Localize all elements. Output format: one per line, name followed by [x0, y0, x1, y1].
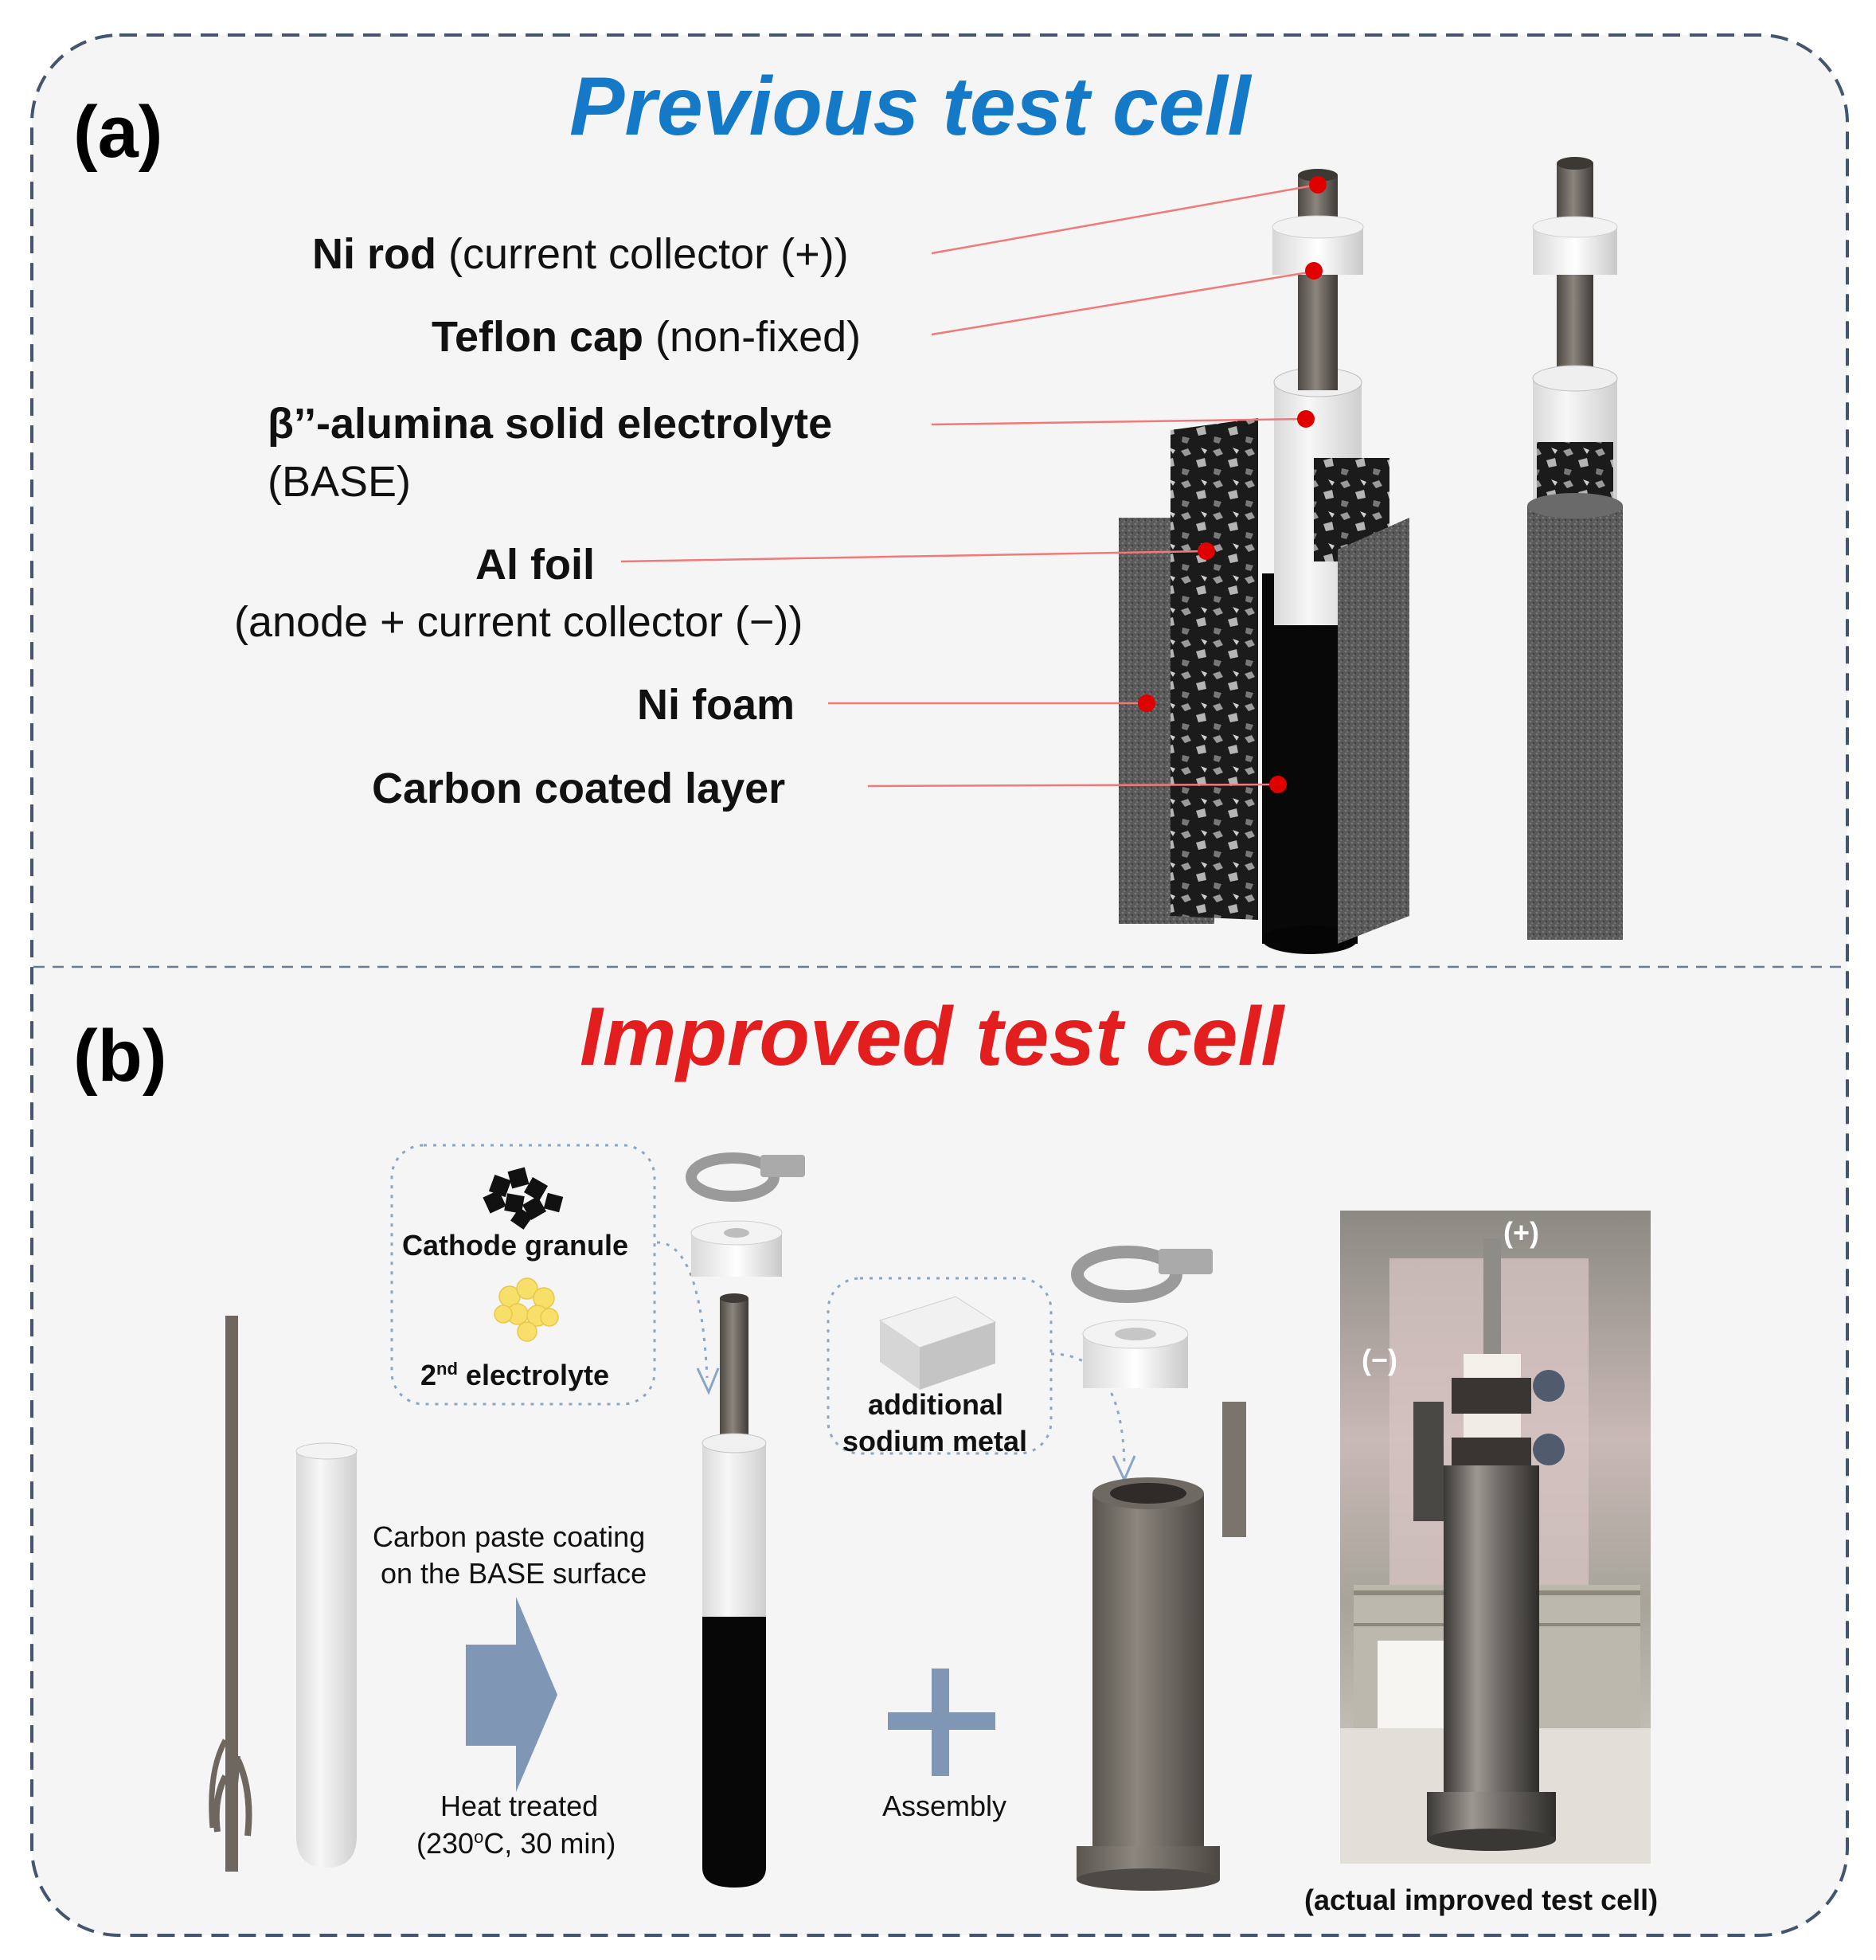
callout-teflon-cap: Teflon cap (non-fixed) [432, 315, 861, 358]
second-electrolyte-label: 2nd electrolyte [420, 1360, 609, 1390]
callout-base-line2: (BASE) [268, 458, 412, 506]
callout-ni-foam: Ni foam [637, 683, 795, 726]
sodium-dotted-arrow [1050, 1352, 1126, 1466]
teflon-cap-2 [1082, 1319, 1189, 1388]
callout-markers [1138, 176, 1327, 793]
coating-step-line1: Carbon paste coating [373, 1520, 646, 1553]
cathode-materials-box [390, 1144, 656, 1406]
callout-base-bold: β’’-alumina solid electrolyte [268, 400, 833, 448]
callout-ni-rod-rest: (current collector (+)) [436, 230, 849, 278]
assembled-previous-cell [1527, 157, 1623, 940]
process-arrow [466, 1597, 557, 1792]
heat-step-line2: (230oC, 30 min) [416, 1829, 616, 1858]
exploded-previous-cell [1119, 169, 1409, 954]
callout-carbon-layer: Carbon coated layer [372, 767, 785, 810]
second-electrolyte-rest: electrolyte [457, 1359, 610, 1391]
callout-ni-foam-bold: Ni foam [637, 681, 795, 729]
callout-al-foil-bold: Al foil [475, 541, 595, 589]
cathode-granule-label: Cathode granule [402, 1229, 629, 1262]
callout-teflon-cap-rest: (non-fixed) [643, 313, 862, 361]
teflon-cap-1 [690, 1220, 783, 1277]
photo-caption: (actual improved test cell) [1304, 1884, 1659, 1916]
ni-rod-drawing [209, 1316, 252, 1872]
callout-al-foil-line2: (anode + current collector (−)) [234, 598, 803, 646]
sodium-metal-icon [878, 1296, 997, 1390]
panel-a-label: (a) [73, 92, 163, 173]
actual-cell-photo [1340, 1211, 1651, 1864]
hose-clamp-2 [1071, 1246, 1213, 1303]
steel-housing-drawing [1077, 1402, 1246, 1891]
hose-clamp-1 [686, 1152, 805, 1202]
base-tube-drawing [295, 1442, 358, 1868]
heat-step-line1: Heat treated [440, 1790, 599, 1822]
cathode-granule-icon [483, 1167, 564, 1230]
second-electrolyte-sup: nd [436, 1359, 458, 1379]
callout-ni-rod-bold: Ni rod [312, 230, 436, 278]
panel-b-title: Improved test cell [580, 991, 1284, 1083]
second-electrolyte-base: 2 [420, 1359, 437, 1391]
heat-step-sup: o [474, 1827, 484, 1847]
callout-teflon-cap-bold: Teflon cap [432, 313, 644, 361]
heat-step-pre: (230 [416, 1827, 475, 1860]
heat-step-post: C, 30 min) [483, 1827, 616, 1860]
plus-sign-icon [888, 1669, 995, 1776]
panel-a-title: Previous test cell [569, 61, 1251, 153]
callout-al-foil: Al foil [475, 543, 595, 586]
photo-minus-terminal: (−) [1362, 1344, 1397, 1376]
coated-base-cell [702, 1293, 767, 1888]
additional-sodium-label-1: additional [868, 1388, 1003, 1421]
electrolyte-icon [494, 1277, 559, 1342]
assembly-label: Assembly [882, 1790, 1007, 1822]
photo-plus-terminal: (+) [1503, 1216, 1539, 1249]
callout-base: β’’-alumina solid electrolyte [268, 402, 832, 445]
callout-carbon-layer-bold: Carbon coated layer [372, 765, 786, 812]
callout-ni-rod: Ni rod (current collector (+)) [312, 233, 849, 276]
callout-leader-lines [620, 183, 1319, 788]
additional-sodium-label-2: sodium metal [842, 1425, 1028, 1457]
granule-dotted-arrow [656, 1241, 709, 1379]
sodium-metal-box [827, 1277, 1053, 1455]
coating-step-line2: on the BASE surface [381, 1557, 647, 1590]
panel-b-label: (b) [73, 1015, 167, 1097]
